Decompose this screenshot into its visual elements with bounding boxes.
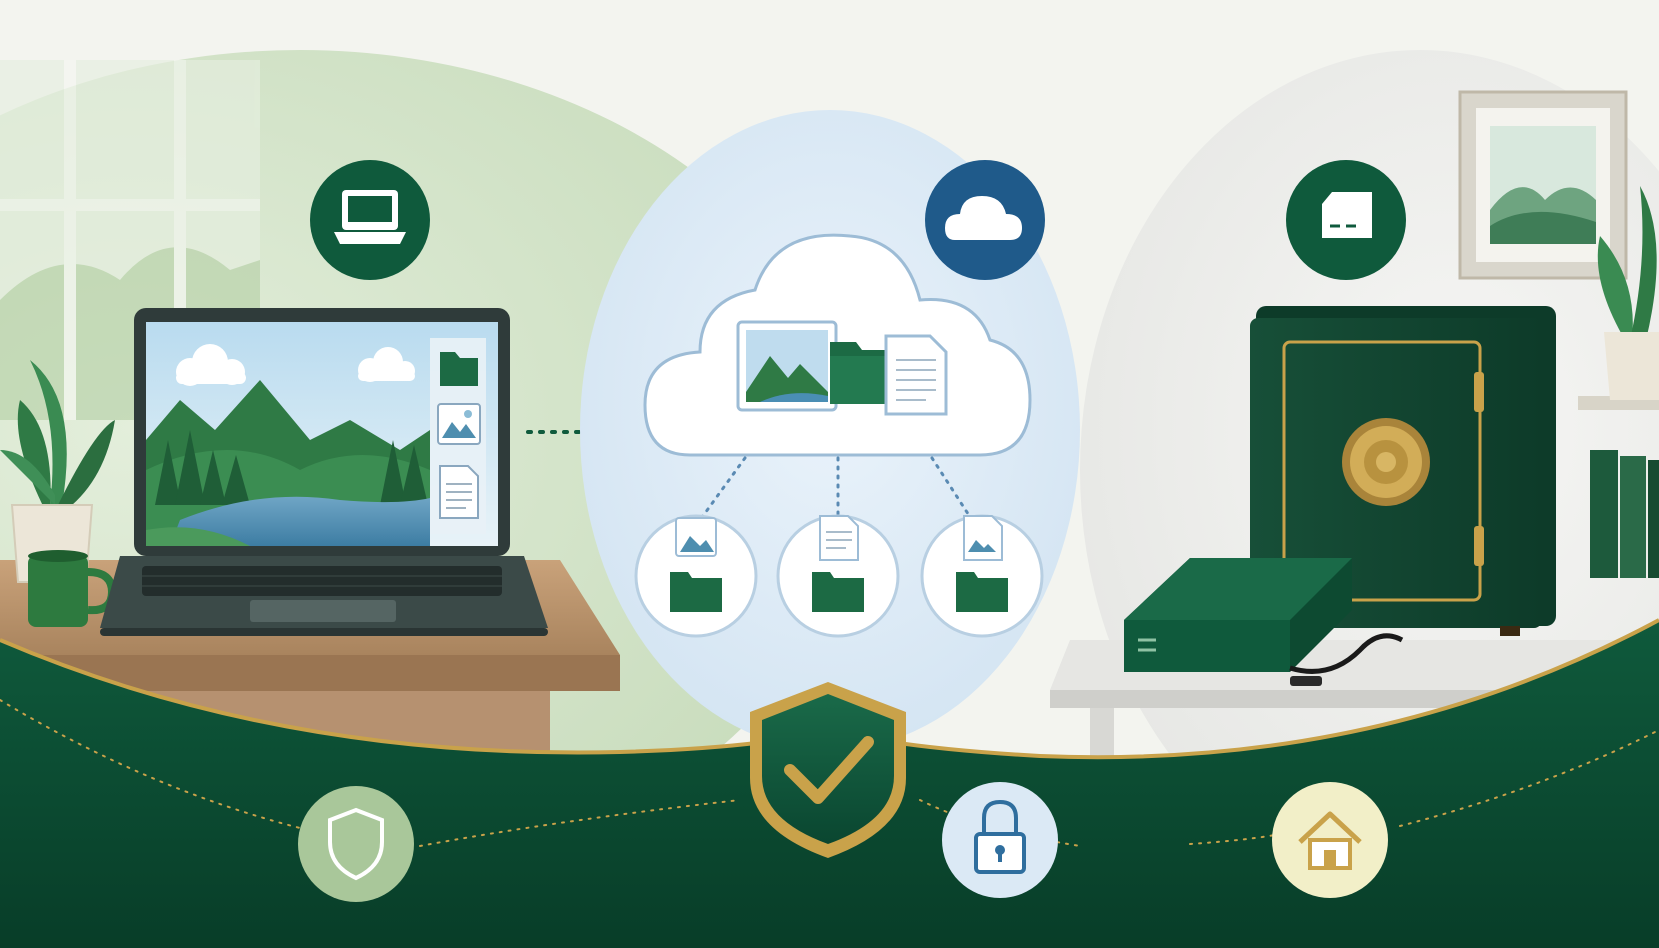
sidebar-image-icon xyxy=(437,403,481,445)
bottom-banner xyxy=(0,618,1659,948)
wall-picture xyxy=(1458,90,1628,280)
cloud-icon xyxy=(925,160,1045,280)
image-folder xyxy=(634,514,758,638)
safe xyxy=(1250,306,1556,636)
mixed-folder xyxy=(920,514,1044,638)
padlock-icon xyxy=(942,782,1058,898)
cloud-document-file-icon xyxy=(884,334,948,416)
sidebar-document-icon xyxy=(439,465,479,519)
external-hard-drive xyxy=(1124,558,1404,686)
home-icon xyxy=(1272,782,1388,898)
laptop-icon xyxy=(310,160,430,280)
document-folder xyxy=(776,514,900,638)
local-scene xyxy=(0,50,860,890)
shield-outline-icon xyxy=(298,786,414,902)
combination-dial xyxy=(1342,418,1430,506)
sidebar-folder-icon xyxy=(440,352,478,386)
shield-check-icon xyxy=(750,682,906,858)
cloud-scene xyxy=(580,110,1080,750)
cloud-image-file-icon xyxy=(736,320,838,412)
offsite-scene xyxy=(1050,50,1659,890)
shelf-plant xyxy=(1597,186,1659,400)
laptop xyxy=(100,308,548,636)
mug xyxy=(28,550,117,627)
external-drive-icon xyxy=(1286,160,1406,280)
